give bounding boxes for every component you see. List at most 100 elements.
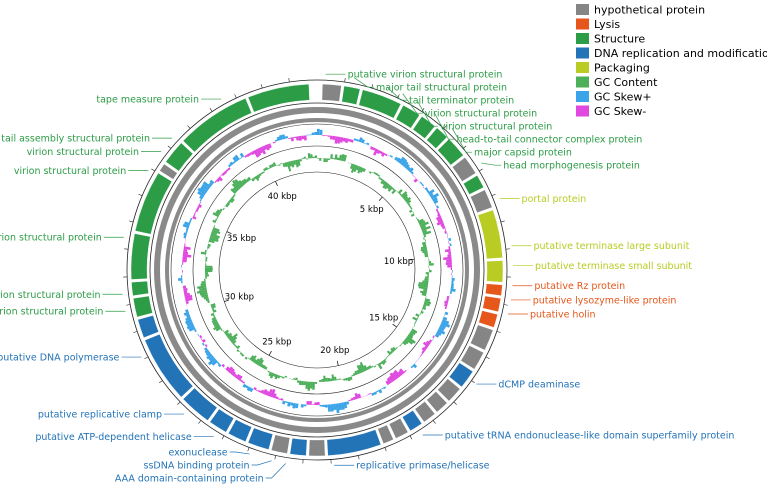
- gc-skew-bar: [340, 402, 345, 410]
- gc-skew-bar: [251, 150, 255, 155]
- gc-content-bar: [251, 178, 255, 182]
- gc-content-bar: [397, 345, 400, 348]
- gc-content-bar: [211, 229, 221, 235]
- gc-skew-bar: [206, 353, 213, 360]
- gc-content-bar: [243, 178, 248, 184]
- gc-content-bar: [415, 313, 420, 317]
- gc-skew-bar: [195, 208, 199, 212]
- outer-tick: [260, 84, 263, 89]
- gc-content-bar: [312, 156, 315, 159]
- gc-content-bar: [213, 324, 221, 331]
- gc-content-bar: [249, 355, 255, 361]
- gc-skew-bar: [327, 135, 331, 137]
- gc-skew-bar: [277, 398, 281, 400]
- gc-content-bar: [400, 342, 403, 345]
- gc-skew-bar: [276, 136, 281, 141]
- gc-content-bar: [399, 344, 402, 347]
- gc-content-bar: [265, 167, 269, 171]
- gc-skew-bar: [444, 248, 451, 253]
- gc-skew-bar: [239, 152, 245, 158]
- gene-label: putative lysozyme-like protein: [533, 295, 677, 306]
- gc-content-bar: [368, 365, 372, 369]
- gc-content-bar: [210, 303, 216, 307]
- gc-content-bar: [230, 336, 238, 343]
- gene-labels: putative virion structural proteinmajor …: [0, 70, 734, 485]
- gc-content-bar: [213, 322, 220, 328]
- gc-skew-bar: [293, 136, 297, 139]
- label-leader: [229, 451, 250, 455]
- gc-skew-bar: [185, 300, 189, 305]
- gc-skew-bar: [421, 183, 425, 187]
- gc-skew-bar: [442, 316, 448, 321]
- gc-skew-bar: [227, 366, 234, 373]
- gc-skew-bar: [379, 150, 383, 155]
- gc-skew-bar: [201, 183, 210, 191]
- gene-structure: [182, 98, 252, 153]
- gc-content-bar: [423, 302, 430, 307]
- gc-content-bar: [266, 369, 269, 371]
- gc-skew-bar: [253, 386, 257, 391]
- gc-skew-bar: [255, 148, 262, 157]
- gc-content-bar: [420, 310, 424, 314]
- gc-content-bar: [404, 337, 414, 345]
- gc-skew-bar: [287, 401, 291, 407]
- gc-skew-bar: [368, 392, 372, 395]
- gc-content-bar: [284, 162, 288, 168]
- gc-skew-bar: [274, 139, 278, 142]
- gc-content-bar: [258, 359, 264, 367]
- gc-skew-bar: [435, 215, 442, 221]
- gc-content-bar: [345, 377, 349, 381]
- gc-content-bar: [333, 376, 337, 381]
- gc-skew-bar: [335, 403, 340, 414]
- gc-skew-bar: [440, 321, 451, 328]
- gc-content-bar: [421, 225, 431, 232]
- gc-content-bar: [424, 276, 429, 279]
- gc-content-bar: [274, 374, 279, 380]
- gene-dna: [228, 419, 252, 442]
- outer-tick: [177, 401, 181, 405]
- gc-content-bar: [356, 369, 360, 375]
- gc-content-bar: [343, 378, 346, 381]
- gc-content-bar: [212, 212, 220, 218]
- gc-content-bar: [205, 259, 208, 262]
- gc-skew-bar: [217, 363, 222, 368]
- gc-skew-bar: [412, 174, 415, 177]
- gc-content-bar: [241, 179, 246, 185]
- gc-content-bar: [408, 332, 414, 337]
- gc-content-bar: [290, 160, 295, 168]
- gc-skew-bar: [448, 241, 450, 244]
- gc-skew-bar: [306, 400, 310, 405]
- gc-skew-bar: [199, 334, 203, 339]
- gc-skew-bar: [208, 355, 215, 362]
- gc-skew-bar: [309, 134, 312, 136]
- gc-content-bar: [256, 357, 263, 366]
- gc-content-bar: [227, 334, 233, 340]
- gc-content-bar: [356, 165, 360, 171]
- gc-content-bar: [351, 374, 354, 377]
- gene-hypothetical: [460, 345, 484, 370]
- gc-content-bar: [260, 172, 263, 175]
- gc-content-bar: [214, 223, 216, 226]
- gc-content-bar: [212, 219, 217, 224]
- gc-skew-bar: [398, 156, 406, 164]
- gc-content-bar: [363, 364, 368, 371]
- gc-content-bar: [205, 274, 210, 277]
- gc-skew-bar: [183, 287, 188, 292]
- gc-content-bar: [424, 278, 429, 281]
- gc-content-bar: [356, 365, 362, 374]
- gene-hypothetical: [470, 324, 494, 351]
- gc-skew-bar: [248, 152, 253, 156]
- gc-skew-bar: [380, 387, 384, 390]
- outer-tick: [485, 356, 490, 359]
- gc-content-bar: [317, 157, 320, 159]
- gc-content-bar: [245, 178, 250, 183]
- gc-content-bar: [417, 218, 424, 224]
- gc-content-bar: [387, 186, 394, 192]
- gc-skew-bar: [451, 280, 454, 284]
- gc-content-bar: [415, 216, 418, 220]
- gc-skew-bar: [450, 288, 456, 292]
- gc-skew-bar: [233, 373, 238, 378]
- gc-content-bar: [211, 231, 218, 236]
- gene-structure: [247, 83, 310, 113]
- gc-content-bar: [225, 332, 230, 336]
